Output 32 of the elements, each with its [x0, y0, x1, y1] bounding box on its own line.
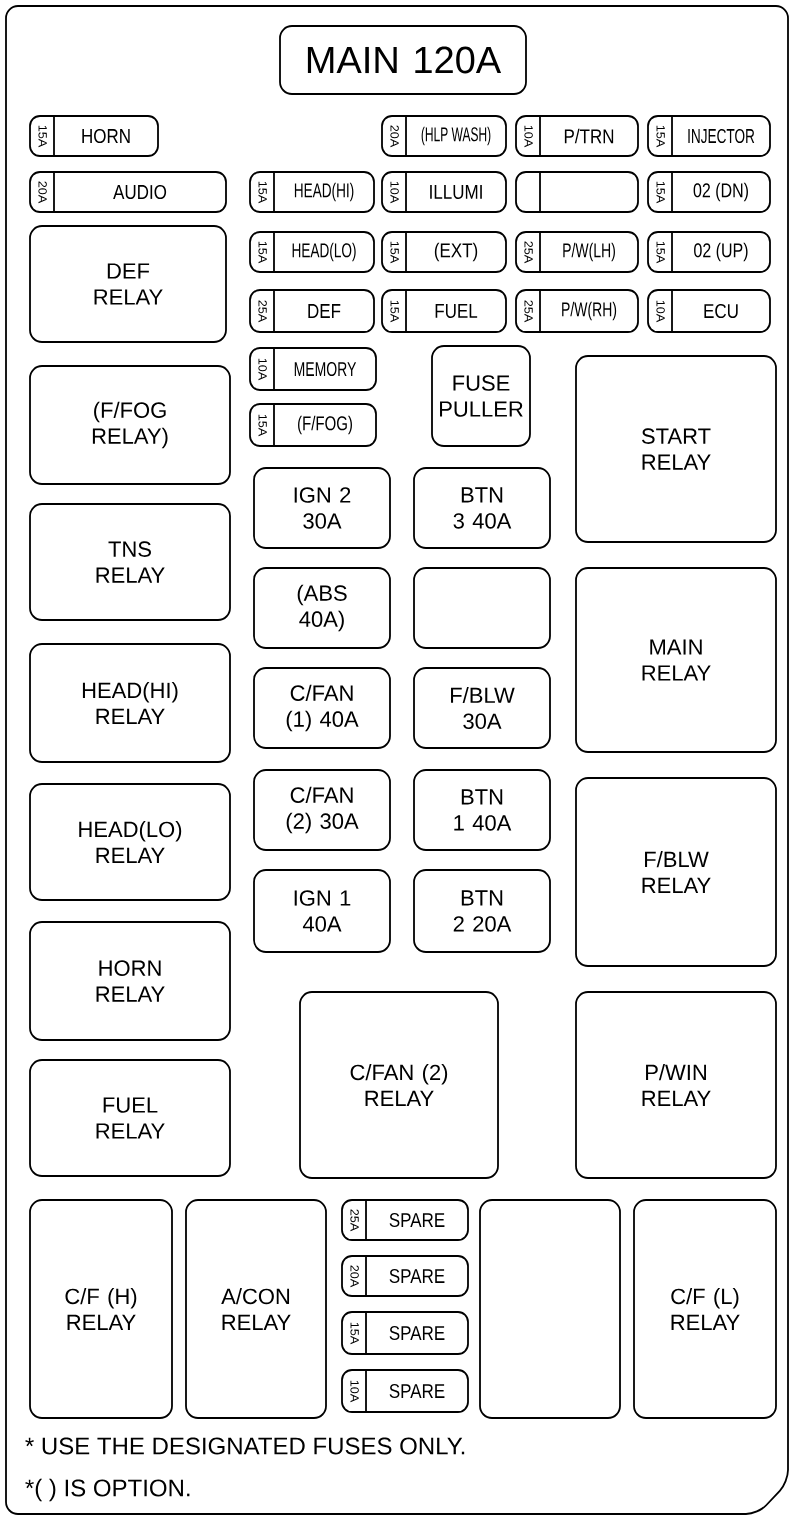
- relay-slot: BTN 3 40A: [413, 467, 551, 549]
- relay-slot: C/F (H) RELAY: [29, 1199, 173, 1419]
- relay-slot: IGN 1 40A: [253, 869, 391, 953]
- relay-slot: FUEL RELAY: [29, 1059, 231, 1177]
- relay-slot: DEF RELAY: [29, 225, 227, 343]
- fuse-box-outline: [5, 5, 789, 1515]
- relay-slot: MAIN RELAY: [575, 567, 777, 753]
- note-text: * USE THE DESIGNATED FUSES ONLY.: [25, 1437, 465, 1455]
- relay-slot: TNS RELAY: [29, 503, 231, 621]
- relay-slot: F/BLW RELAY: [575, 777, 777, 967]
- relay-slot: FUSE PULLER: [431, 345, 531, 447]
- relay-slot: [413, 567, 551, 649]
- relay-slot: START RELAY: [575, 355, 777, 543]
- note-text: *( ) IS OPTION.: [25, 1478, 190, 1502]
- relay-slot: (F/FOG RELAY): [29, 365, 231, 485]
- relay-slot: A/CON RELAY: [185, 1199, 327, 1419]
- relay-slot: HORN RELAY: [29, 921, 231, 1041]
- relay-slot: BTN 1 40A: [413, 769, 551, 851]
- relay-slot: P/WIN RELAY: [575, 991, 777, 1179]
- relay-slot: HEAD(HI) RELAY: [29, 643, 231, 763]
- main-fuse: MAIN 120A: [279, 25, 527, 95]
- fuse-slot: [515, 171, 639, 213]
- relay-slot: IGN 2 30A: [253, 467, 391, 549]
- relay-slot: C/FAN (2) RELAY: [299, 991, 499, 1179]
- relay-slot: (ABS 40A): [253, 567, 391, 649]
- relay-slot: BTN 2 20A: [413, 869, 551, 953]
- relay-slot: C/F (L) RELAY: [633, 1199, 777, 1419]
- relay-slot: C/FAN (2) 30A: [253, 769, 391, 851]
- relay-slot: [479, 1199, 621, 1419]
- relay-slot: HEAD(LO) RELAY: [29, 783, 231, 901]
- relay-slot: C/FAN (1) 40A: [253, 667, 391, 749]
- relay-slot: F/BLW 30A: [413, 667, 551, 749]
